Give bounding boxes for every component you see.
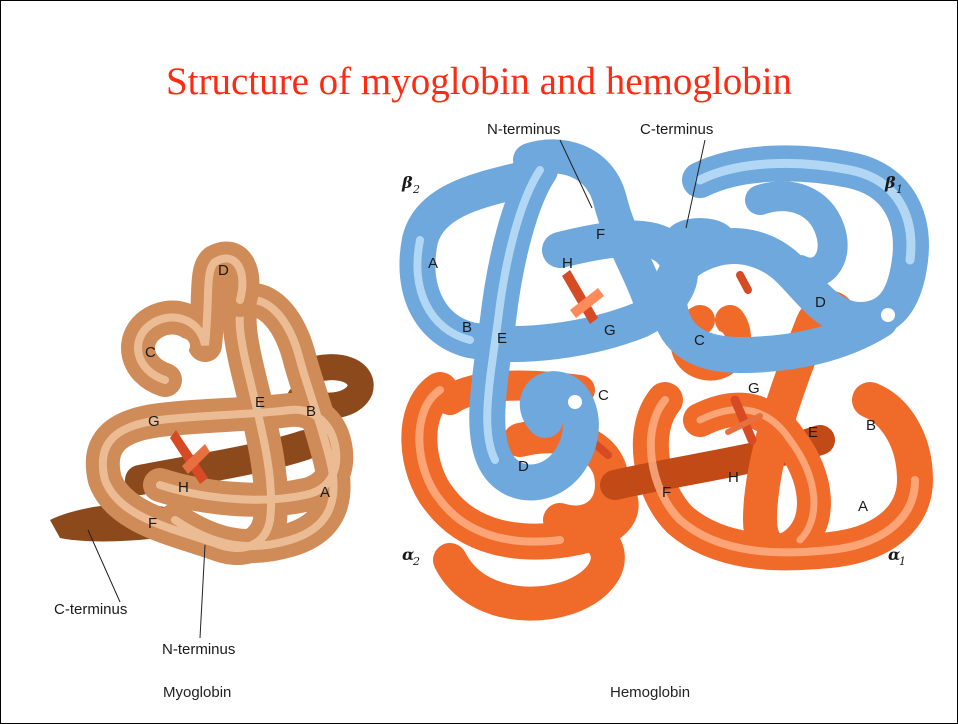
alpha1-helix-d-label: D [815,294,826,311]
myoglobin-helix-a-label: A [320,484,330,501]
myoglobin-caption: Myoglobin [163,684,231,701]
beta2-helix-a-label: A [428,255,438,272]
svg-text:β: β [401,173,413,192]
myoglobin-helix-f-label: F [148,515,157,532]
beta2-helix-d-label: D [518,458,529,475]
beta2-label: β 2 [401,173,420,196]
alpha1-helix-c-label: C [694,332,705,349]
hemoglobin-structure: A B E F H G C D C D G E B H F A N-termin… [401,121,915,604]
alpha1-label: α 1 [888,545,906,568]
myoglobin-helix-b-label: B [306,403,316,420]
myoglobin-c-terminus-label: C-terminus [54,601,127,618]
alpha1-helix-e-label: E [808,424,818,441]
alpha1-helix-b-label: B [866,417,876,434]
svg-text:1: 1 [896,183,903,196]
alpha1-helix-a-label: A [858,498,868,515]
beta2-helix-e-label: E [497,330,507,347]
hemoglobin-caption: Hemoglobin [610,684,690,701]
alpha1-helix-f-label: F [662,484,671,501]
hemoglobin-n-terminus-label: N-terminus [487,121,560,138]
beta2-helix-b-label: B [462,319,472,336]
beta2-helix-c-label: C [598,387,609,404]
svg-text:1: 1 [899,555,906,568]
alpha2-label: α 2 [402,545,420,568]
myoglobin-helix-d-label: D [218,262,229,279]
myoglobin-helix-g-label: G [148,413,160,430]
beta2-helix-g-label: G [604,322,616,339]
svg-text:2: 2 [412,183,420,196]
myoglobin-helix-e-label: E [255,394,265,411]
myoglobin-helix-h-label: H [178,479,189,496]
alpha1-helix-g-label: G [748,380,760,397]
myoglobin-n-terminus-pointer [200,545,205,638]
myoglobin-helix-c-label: C [145,344,156,361]
alpha1-helix-h-label: H [728,469,739,486]
hemoglobin-c-terminus-label: C-terminus [640,121,713,138]
svg-text:2: 2 [412,555,420,568]
myoglobin-n-terminus-label: N-terminus [162,641,235,658]
beta2-helix-f-label: F [596,226,605,243]
beta2-helix-h-label: H [562,255,573,272]
svg-text:β: β [884,173,896,192]
myoglobin-structure: D C E B G H A F C-terminus N-terminus [50,258,361,658]
